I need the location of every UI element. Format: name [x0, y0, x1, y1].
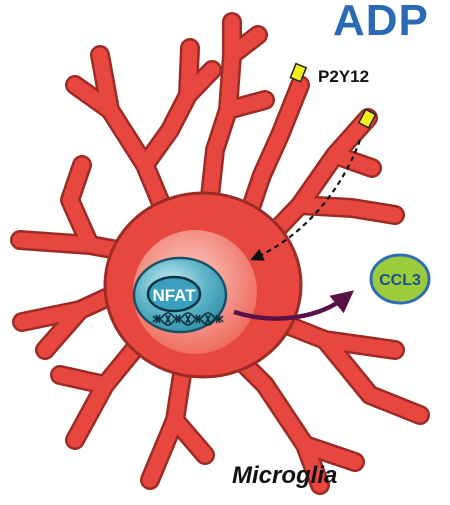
- signal-arrow-icon: [250, 139, 362, 261]
- ccl3-label: CCL3: [379, 272, 421, 289]
- p2y12-receptor-icon: [357, 108, 377, 129]
- ccl3-secretion-arrow: [233, 290, 354, 321]
- adp-title: ADP: [333, 0, 429, 45]
- ccl3-chemokine: CCL3: [369, 253, 431, 305]
- nfat-protein: NFAT: [146, 275, 202, 313]
- p2y12-receptor-icon: [289, 62, 308, 83]
- microglia-label: Microglia: [232, 462, 338, 489]
- dna-icon: [152, 312, 224, 326]
- p2y12-label: P2Y12: [318, 67, 370, 86]
- nfat-label: NFAT: [152, 286, 196, 305]
